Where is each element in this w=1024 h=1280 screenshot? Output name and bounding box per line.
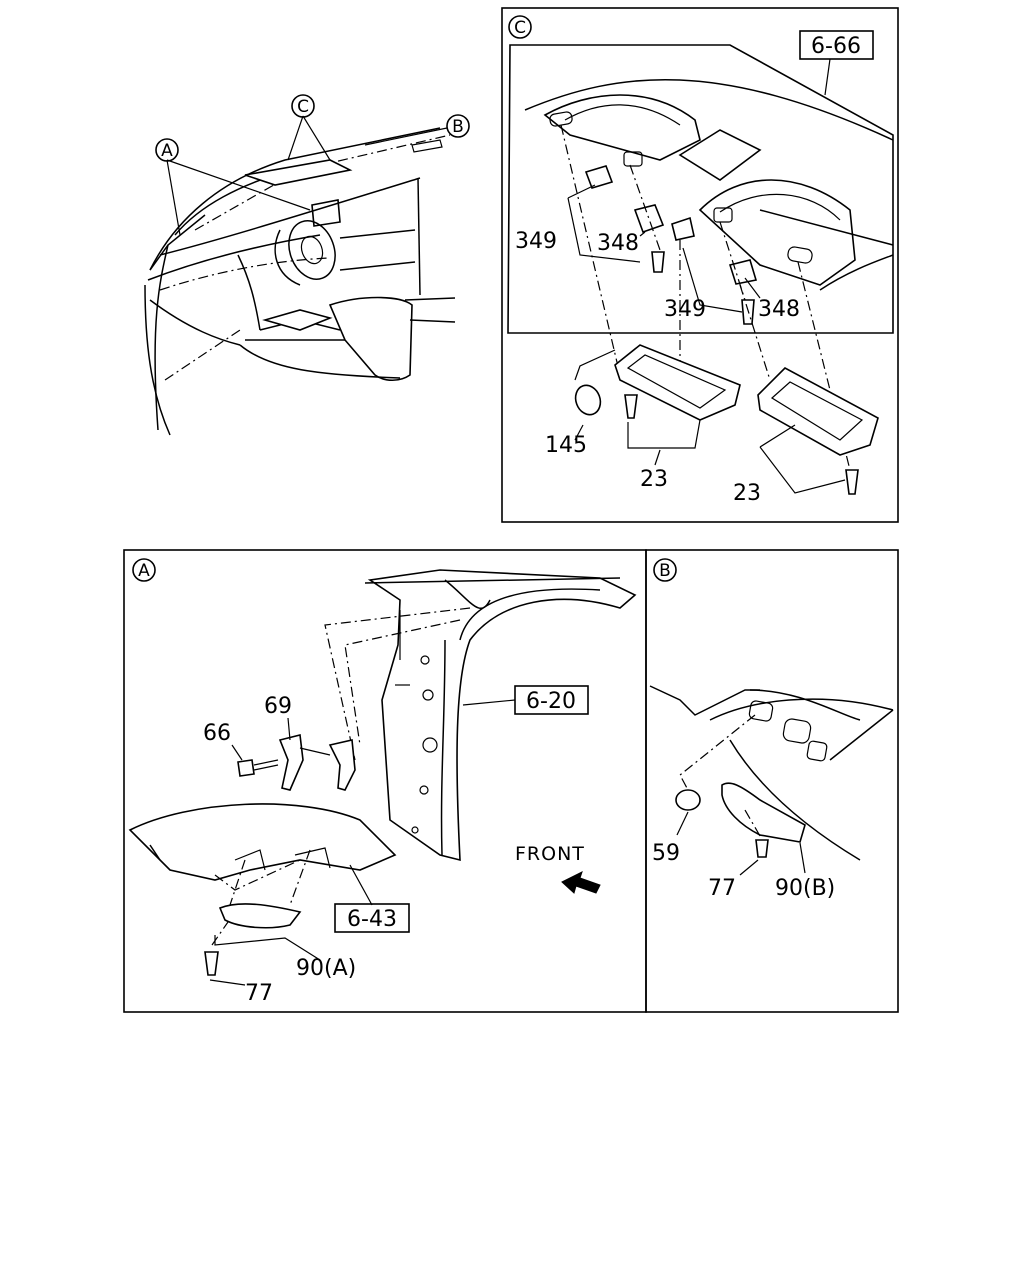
part-69: 69 xyxy=(264,694,292,719)
front-arrow-icon xyxy=(561,871,601,894)
panel-a-marker: A xyxy=(138,561,150,581)
part-66: 66 xyxy=(203,721,231,746)
part-23-left: 23 xyxy=(640,467,668,492)
overview-label-a: A xyxy=(161,141,173,161)
panel-a-ref-6-43: 6-43 xyxy=(347,907,397,932)
part-77-b: 77 xyxy=(708,876,736,901)
panel-c-ref-6-66: 6-66 xyxy=(811,34,861,59)
part-90a: 90(A) xyxy=(296,956,356,981)
panel-c-marker: C xyxy=(514,18,526,38)
part-77-a: 77 xyxy=(245,981,273,1006)
overview-label-c: C xyxy=(297,97,309,117)
part-59: 59 xyxy=(652,841,680,866)
overview-panel: A C B xyxy=(144,94,470,436)
part-349-right: 349 xyxy=(664,297,706,322)
part-348-right: 348 xyxy=(758,297,800,322)
front-label: FRONT xyxy=(515,843,585,865)
part-348-left: 348 xyxy=(597,231,639,256)
part-90b: 90(B) xyxy=(775,876,835,901)
panel-b-marker: B xyxy=(659,561,671,581)
panel-c: C xyxy=(501,7,899,523)
part-23-right: 23 xyxy=(733,481,761,506)
panel-b: B 59 77 90(B) xyxy=(645,549,899,1013)
panel-a: A xyxy=(123,549,647,1013)
part-145: 145 xyxy=(545,433,587,458)
part-349-left: 349 xyxy=(515,229,557,254)
panel-a-ref-6-20: 6-20 xyxy=(526,689,576,714)
overview-label-b: B xyxy=(452,117,464,137)
